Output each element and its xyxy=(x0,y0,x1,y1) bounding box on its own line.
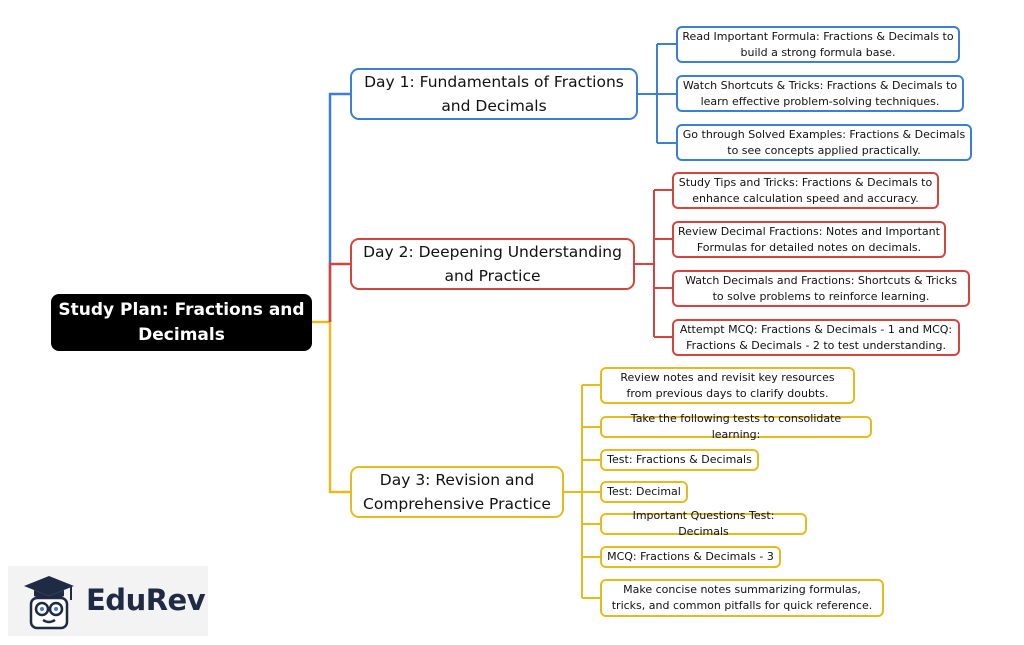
root-node: Study Plan: Fractions and Decimals xyxy=(51,294,312,351)
day-3-item: MCQ: Fractions & Decimals - 3 xyxy=(600,546,781,568)
day-1-node: Day 1: Fundamentals of Fractions and Dec… xyxy=(350,68,638,120)
day-1-item: Watch Shortcuts & Tricks: Fractions & De… xyxy=(676,75,964,112)
day-2-title: Day 2: Deepening Understanding and Pract… xyxy=(363,243,622,285)
graduate-cap-icon xyxy=(24,576,74,630)
day-1-item: Go through Solved Examples: Fractions & … xyxy=(676,124,972,161)
day-2-item: Review Decimal Fractions: Notes and Impo… xyxy=(672,221,946,258)
edurev-logo: EduRev xyxy=(8,566,208,636)
day-2-node: Day 2: Deepening Understanding and Pract… xyxy=(350,238,635,290)
brand-name: EduRev xyxy=(86,583,206,617)
day-2-item: Attempt MCQ: Fractions & Decimals - 1 an… xyxy=(672,319,960,356)
day-3-item: Important Questions Test: Decimals xyxy=(600,509,807,538)
day-2-item: Watch Decimals and Fractions: Shortcuts … xyxy=(672,270,970,307)
day-3-title: Day 3: Revision and Comprehensive Practi… xyxy=(363,471,551,513)
day-3-item: Test: Decimal xyxy=(600,481,688,503)
day-3-item: Take the following tests to consolidate … xyxy=(600,412,872,441)
root-title: Study Plan: Fractions and Decimals xyxy=(58,299,305,345)
day-2-item: Study Tips and Tricks: Fractions & Decim… xyxy=(672,172,939,209)
day-3-node: Day 3: Revision and Comprehensive Practi… xyxy=(350,466,564,518)
day-3-item: Make concise notes summarizing formulas,… xyxy=(600,579,884,617)
day-1-title: Day 1: Fundamentals of Fractions and Dec… xyxy=(364,73,624,115)
day-3-item: Review notes and revisit key resources f… xyxy=(600,367,855,404)
day-1-item: Read Important Formula: Fractions & Deci… xyxy=(676,26,960,63)
day-3-item: Test: Fractions & Decimals xyxy=(600,449,759,471)
